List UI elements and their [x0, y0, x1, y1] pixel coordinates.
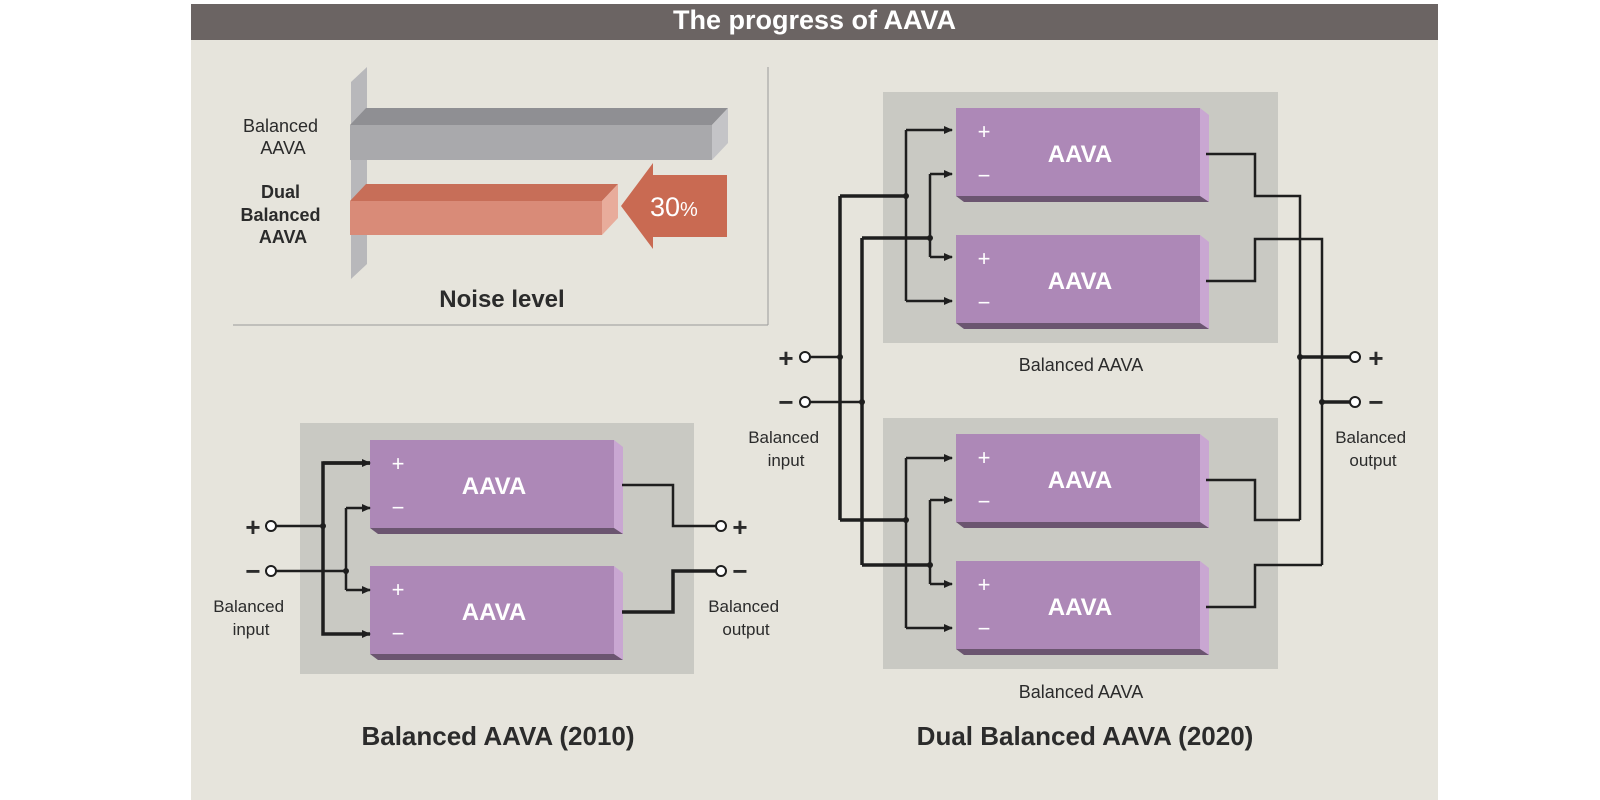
aava-block-label: AAVA — [462, 599, 526, 626]
wiring-2010 — [276, 459, 716, 638]
balanced-input-label-2010: Balanced input — [213, 597, 289, 639]
input-plus-terminal — [799, 351, 811, 363]
aava-block-body — [956, 108, 1200, 196]
aava-block-label: AAVA — [1048, 594, 1112, 621]
caption-2010: Balanced AAVA (2010) — [361, 721, 634, 751]
noise-bar-balanced — [350, 108, 728, 160]
dual-balanced-aava-bar-label: Dual Balanced AAVA — [240, 182, 325, 247]
output-minus-terminal — [1349, 396, 1361, 408]
diagram-2010: + − AAVA + − AAVA + − + − — [213, 423, 784, 751]
input-terminals-2020: + − — [778, 343, 811, 417]
plus-input-sign: + — [978, 119, 991, 144]
diagram-2020: + − AAVA + − AAVA + − AAVA + − AAVA — [748, 92, 1411, 751]
noise-level-axis-label: Noise level — [439, 286, 564, 313]
group-label-bottom: Balanced AAVA — [1019, 682, 1143, 702]
group-label-top: Balanced AAVA — [1019, 355, 1143, 375]
output-plus-sign: + — [1368, 343, 1383, 373]
output-plus-terminal — [715, 520, 727, 532]
input-minus-sign: − — [245, 556, 260, 586]
aava-block: + − AAVA — [956, 434, 1209, 528]
aava-block: + − AAVA — [956, 235, 1209, 329]
aava-block-body — [956, 561, 1200, 649]
input-plus-sign: + — [778, 343, 793, 373]
aava-block: + − AAVA — [370, 440, 623, 534]
minus-input-sign: − — [978, 290, 991, 315]
aava-block-body — [956, 434, 1200, 522]
minus-input-sign: − — [978, 616, 991, 641]
balanced-input-label-2020: Balanced input — [748, 428, 824, 470]
noise-level-chart: 30% Balanced AAVA Dual Balanced AAVA Noi… — [233, 67, 769, 326]
balanced-output-label-2020: Balanced output — [1335, 428, 1411, 470]
input-minus-terminal — [265, 565, 277, 577]
aava-block: + − AAVA — [370, 566, 623, 660]
plus-input-sign: + — [392, 451, 405, 476]
aava-blocks-2020: + − AAVA + − AAVA + − AAVA + − AAVA — [956, 108, 1209, 655]
balanced-output-label-2010: Balanced output — [708, 597, 784, 639]
output-plus-terminal — [1349, 351, 1361, 363]
axis-post — [351, 67, 367, 279]
reduction-arrow — [621, 163, 727, 249]
aava-block-body — [370, 566, 614, 654]
noise-bar-dual-balanced — [350, 184, 618, 235]
aava-block-label: AAVA — [1048, 141, 1112, 168]
output-minus-sign: − — [1368, 387, 1383, 417]
reduction-percent: 30% — [650, 192, 698, 222]
caption-2020: Dual Balanced AAVA (2020) — [917, 721, 1254, 751]
output-minus-terminal — [715, 565, 727, 577]
minus-input-sign: − — [978, 489, 991, 514]
minus-input-sign: − — [392, 495, 405, 520]
plus-input-sign: + — [978, 445, 991, 470]
input-minus-sign: − — [778, 387, 793, 417]
output-minus-sign: − — [732, 556, 747, 586]
aava-block-label: AAVA — [1048, 268, 1112, 295]
minus-input-sign: − — [392, 621, 405, 646]
aava-block: + − AAVA — [956, 108, 1209, 202]
output-terminals-2010: + − — [715, 512, 748, 586]
input-minus-terminal — [799, 396, 811, 408]
aava-block-label: AAVA — [1048, 467, 1112, 494]
input-plus-sign: + — [245, 512, 260, 542]
wiring-2020 — [810, 126, 1350, 632]
output-terminals-2020: + − — [1349, 343, 1384, 417]
minus-input-sign: − — [978, 163, 991, 188]
plus-input-sign: + — [392, 577, 405, 602]
page-title: The progress of AAVA — [191, 4, 1438, 40]
plus-input-sign: + — [978, 246, 991, 271]
aava-block: + − AAVA — [956, 561, 1209, 655]
input-terminals-2010: + − — [245, 512, 277, 586]
aava-block-label: AAVA — [462, 473, 526, 500]
input-plus-terminal — [265, 520, 277, 532]
plus-input-sign: + — [978, 572, 991, 597]
aava-block-body — [370, 440, 614, 528]
balanced-aava-bar-label: Balanced AAVA — [243, 116, 323, 158]
aava-block-body — [956, 235, 1200, 323]
aava-blocks-2010: + − AAVA + − AAVA — [370, 440, 623, 660]
output-plus-sign: + — [732, 512, 747, 542]
